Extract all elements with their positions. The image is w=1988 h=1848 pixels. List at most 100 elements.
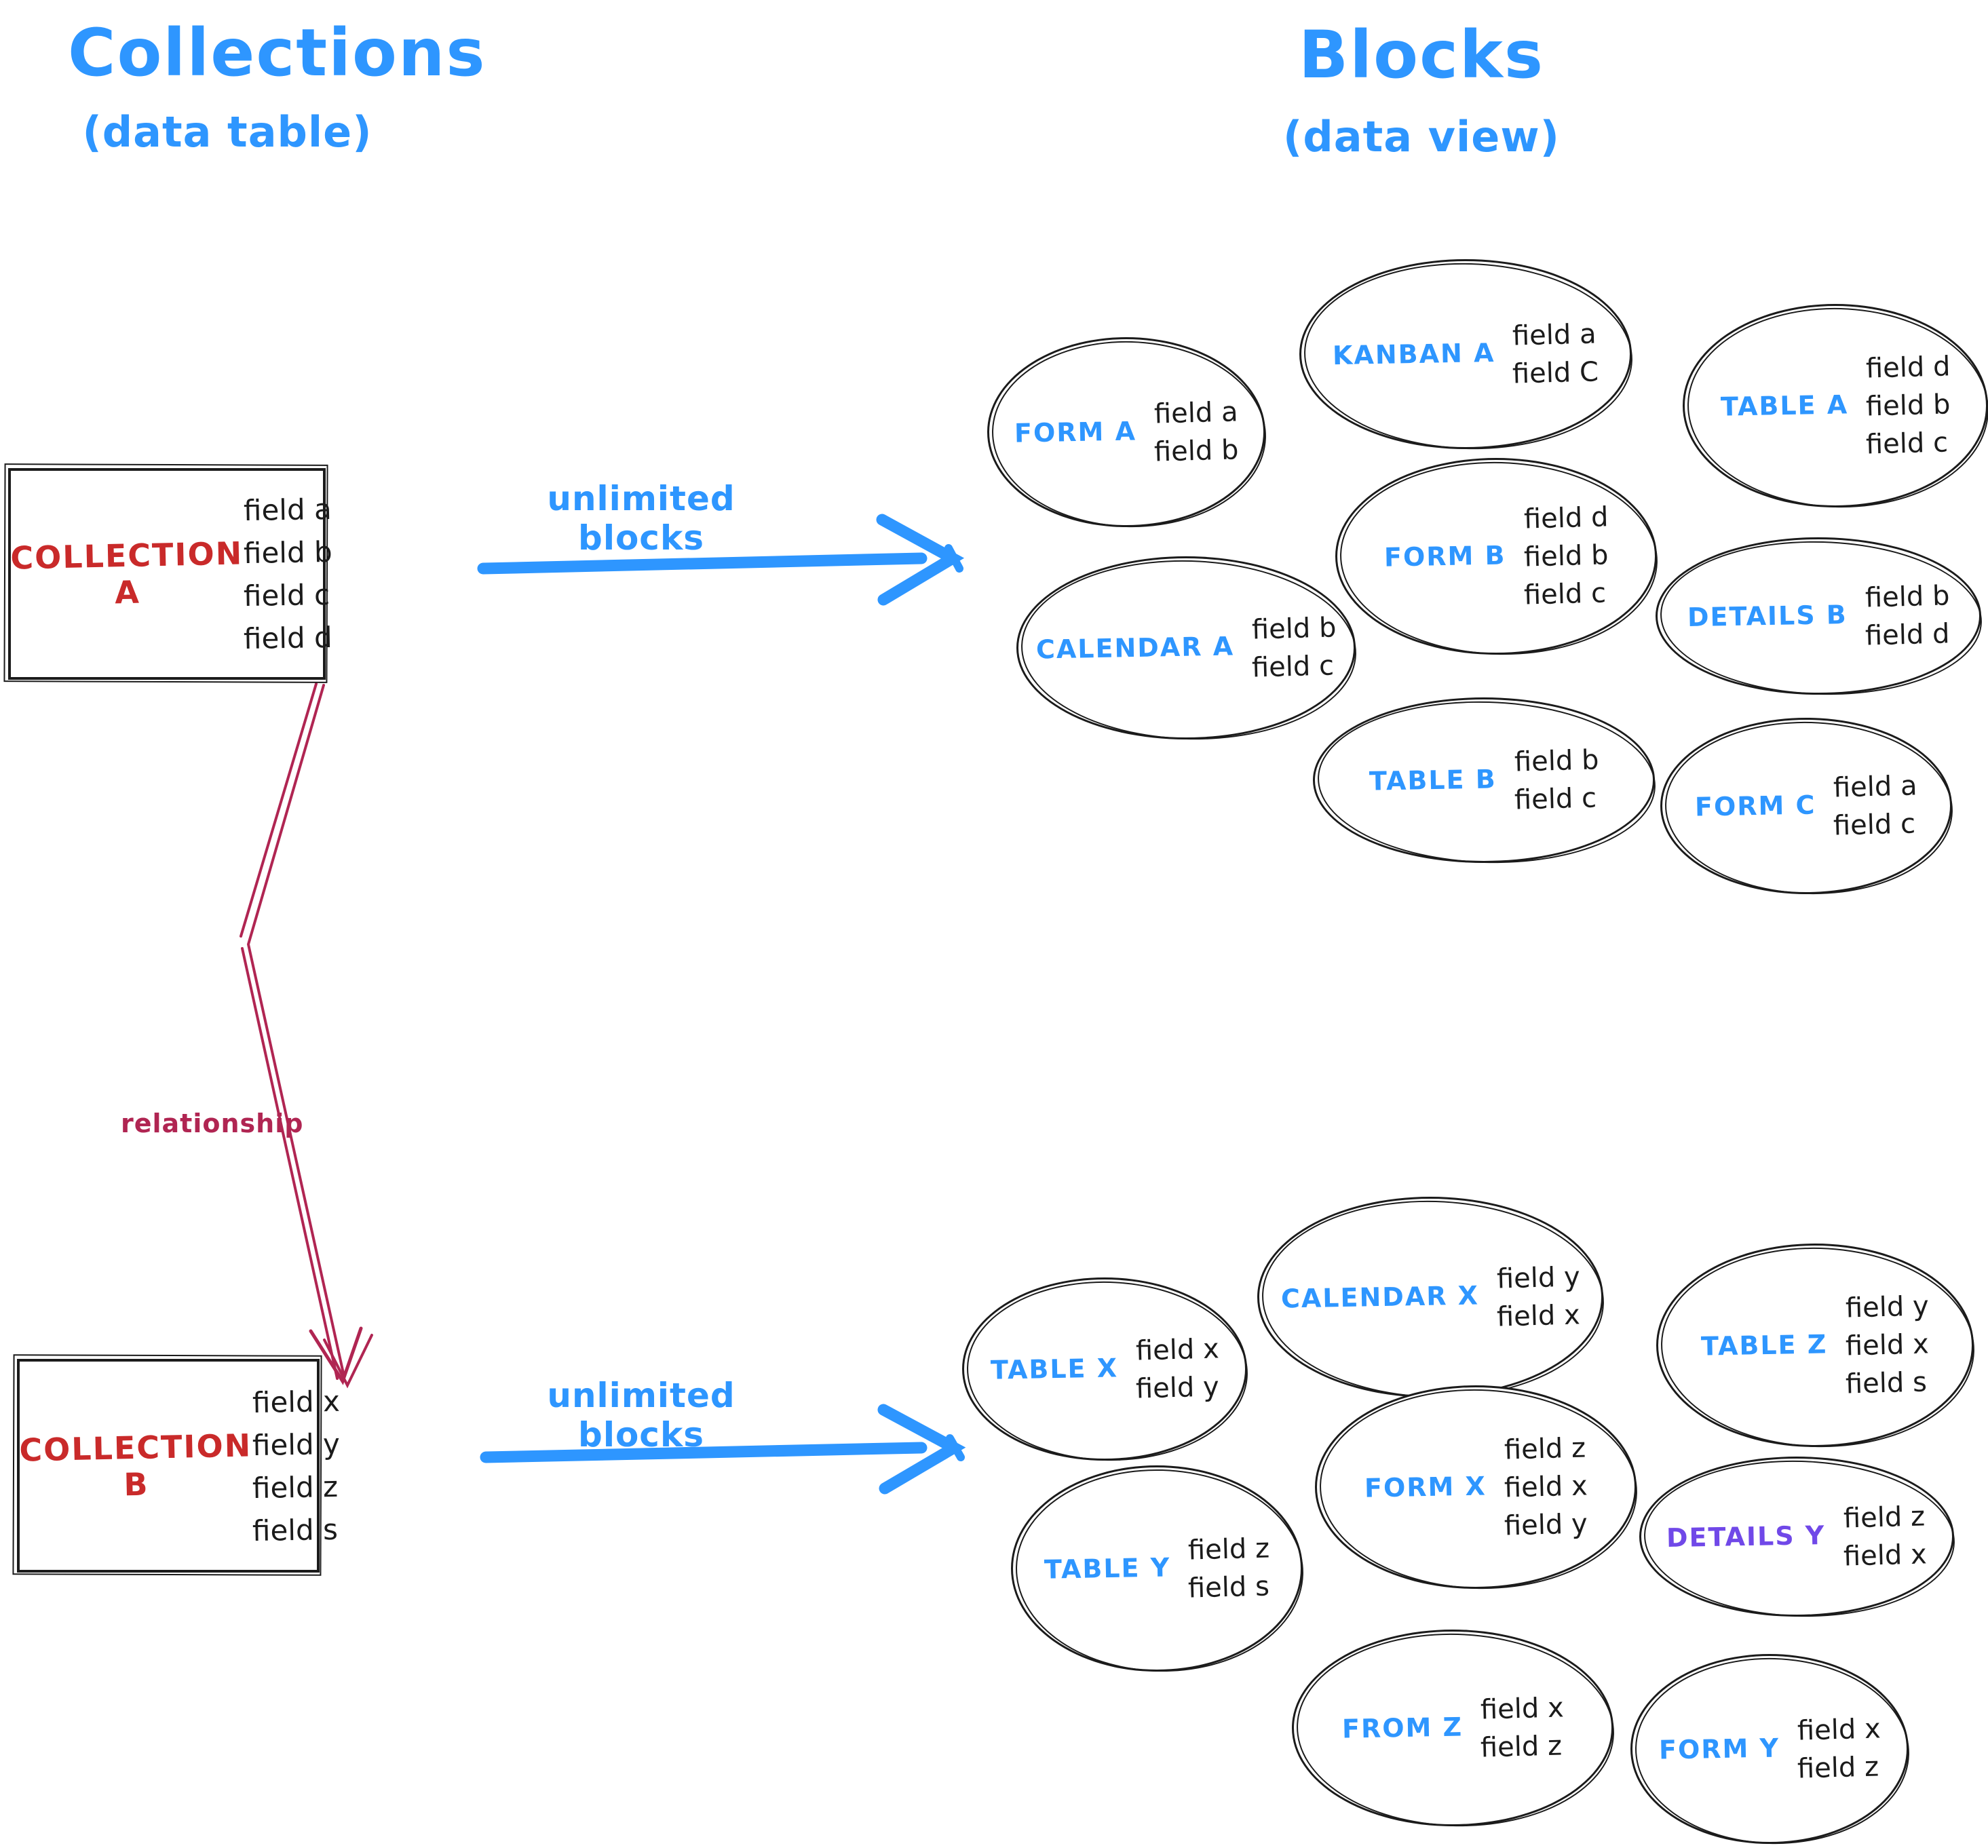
block-form-x: FORM X field z field x field y	[1315, 1385, 1637, 1589]
block-label: CALENDAR A	[1035, 631, 1235, 665]
block-fields: field z field x field y	[1503, 1432, 1588, 1542]
collection-field: field d	[243, 620, 332, 656]
collection-field: field a	[243, 492, 332, 528]
block-label: FORM X	[1364, 1471, 1487, 1503]
collection-a-box: COLLECTION A field a field b field c fie…	[8, 468, 332, 680]
collection-field: field b	[243, 535, 332, 571]
block-label: FORM A	[1014, 416, 1137, 448]
block-field: field y	[1845, 1290, 1930, 1324]
unlimited-blocks-label-top: unlimited blocks	[547, 479, 735, 558]
blocks-subtitle: (data view)	[1283, 112, 1560, 161]
block-field: field a	[1512, 318, 1597, 352]
block-form-a: FORM A field a field b	[987, 337, 1265, 527]
block-from-z: FROM Z field x field z	[1292, 1630, 1613, 1826]
block-field: field y	[1503, 1508, 1588, 1542]
block-field: field a	[1833, 770, 1918, 804]
block-form-b: FORM B field d field b field c	[1335, 458, 1657, 655]
block-field: field b	[1865, 580, 1950, 614]
block-fields: field a field b	[1153, 396, 1239, 468]
block-label: DETAILS B	[1687, 599, 1848, 633]
block-field: field d	[1865, 618, 1950, 652]
block-field: field x	[1503, 1470, 1588, 1504]
collection-field: field z	[252, 1469, 339, 1505]
collection-field: field c	[243, 577, 330, 613]
block-field: field a	[1153, 396, 1238, 430]
block-field: field z	[1480, 1730, 1563, 1764]
block-label: KANBAN A	[1332, 337, 1495, 371]
blocks-title: Blocks	[1299, 17, 1544, 93]
block-table-b: TABLE B field b field c	[1313, 697, 1655, 863]
block-fields: field b field c	[1514, 744, 1599, 815]
block-table-a: TABLE A field d field b field c	[1683, 304, 1988, 507]
block-kanban-a: KANBAN A field a field C	[1299, 259, 1632, 449]
block-fields: field b field d	[1865, 580, 1950, 652]
block-label: TABLE Z	[1701, 1329, 1829, 1362]
block-field: field c	[1251, 650, 1335, 684]
block-form-y: FORM Y field x field z	[1630, 1654, 1909, 1844]
block-field: field x	[1135, 1333, 1219, 1367]
block-field: field x	[1797, 1713, 1881, 1747]
collections-title: Collections	[68, 15, 486, 91]
collections-subtitle: (data table)	[82, 107, 372, 157]
block-field: field d	[1865, 351, 1951, 385]
block-fields: field x field z	[1480, 1692, 1564, 1764]
block-fields: field y field x	[1496, 1261, 1580, 1333]
collection-b-name: COLLECTION B	[18, 1426, 252, 1503]
block-field: field c	[1833, 808, 1917, 842]
block-field: field b	[1153, 434, 1239, 468]
block-field: field z	[1503, 1432, 1586, 1466]
collection-a-fields: field a field b field c field d	[243, 492, 332, 656]
relationship-label: relationship	[121, 1109, 304, 1138]
block-fields: field a field C	[1512, 318, 1599, 390]
block-calendar-a: CALENDAR A field b field c	[1016, 556, 1356, 739]
block-field: field x	[1845, 1328, 1930, 1362]
block-label: FORM Y	[1658, 1733, 1780, 1765]
block-field: field x	[1496, 1299, 1580, 1333]
block-details-b: DETAILS B field b field d	[1656, 537, 1981, 695]
block-fields: field d field b field c	[1523, 501, 1609, 611]
block-fields: field a field c	[1833, 770, 1918, 842]
block-field: field b	[1514, 744, 1599, 778]
block-form-c: FORM C field a field c	[1660, 718, 1952, 894]
block-fields: field z field x	[1843, 1501, 1927, 1572]
block-fields: field x field y	[1135, 1333, 1219, 1405]
block-details-y: DETAILS Y field z field x	[1639, 1457, 1954, 1617]
block-field: field C	[1512, 356, 1599, 390]
unlimited-blocks-label-bottom: unlimited blocks	[547, 1376, 735, 1455]
block-table-x: TABLE X field x field y	[962, 1277, 1247, 1461]
block-field: field s	[1187, 1571, 1270, 1604]
block-label: TABLE A	[1720, 389, 1849, 422]
block-field: field y	[1496, 1261, 1580, 1295]
block-label: TABLE B	[1369, 764, 1497, 796]
collection-a-name: COLLECTION A	[9, 535, 244, 611]
block-fields: field b field c	[1251, 612, 1337, 684]
collection-field: field y	[252, 1427, 341, 1462]
block-field: field s	[1845, 1366, 1928, 1400]
block-fields: field y field x field s	[1845, 1290, 1930, 1400]
block-table-y: TABLE Y field z field s	[1011, 1465, 1303, 1672]
block-label: CALENDAR X	[1280, 1280, 1480, 1314]
block-label: TABLE Y	[1044, 1552, 1171, 1585]
block-field: field x	[1480, 1692, 1564, 1726]
relationship-arrow	[240, 682, 373, 1389]
block-label: FROM Z	[1341, 1712, 1464, 1744]
block-label: FORM C	[1694, 790, 1816, 822]
block-field: field c	[1523, 577, 1607, 611]
block-field: field b	[1865, 389, 1951, 423]
block-field: field c	[1865, 427, 1949, 461]
block-field: field z	[1843, 1501, 1926, 1535]
block-label: FORM B	[1383, 540, 1506, 573]
block-field: field d	[1523, 501, 1609, 535]
collection-b-fields: field x field y field z field s	[252, 1384, 341, 1547]
block-fields: field d field b field c	[1865, 351, 1951, 461]
collection-field: field x	[252, 1384, 341, 1419]
collection-b-box: COLLECTION B field x field y field z fie…	[17, 1359, 340, 1573]
block-fields: field z field s	[1187, 1533, 1270, 1604]
block-table-z: TABLE Z field y field x field s	[1656, 1244, 1974, 1447]
block-field: field y	[1135, 1371, 1219, 1405]
block-field: field b	[1251, 612, 1337, 646]
block-label: TABLE X	[990, 1353, 1119, 1385]
block-calendar-x: CALENDAR X field y field x	[1257, 1197, 1603, 1398]
block-field: field b	[1523, 539, 1609, 573]
